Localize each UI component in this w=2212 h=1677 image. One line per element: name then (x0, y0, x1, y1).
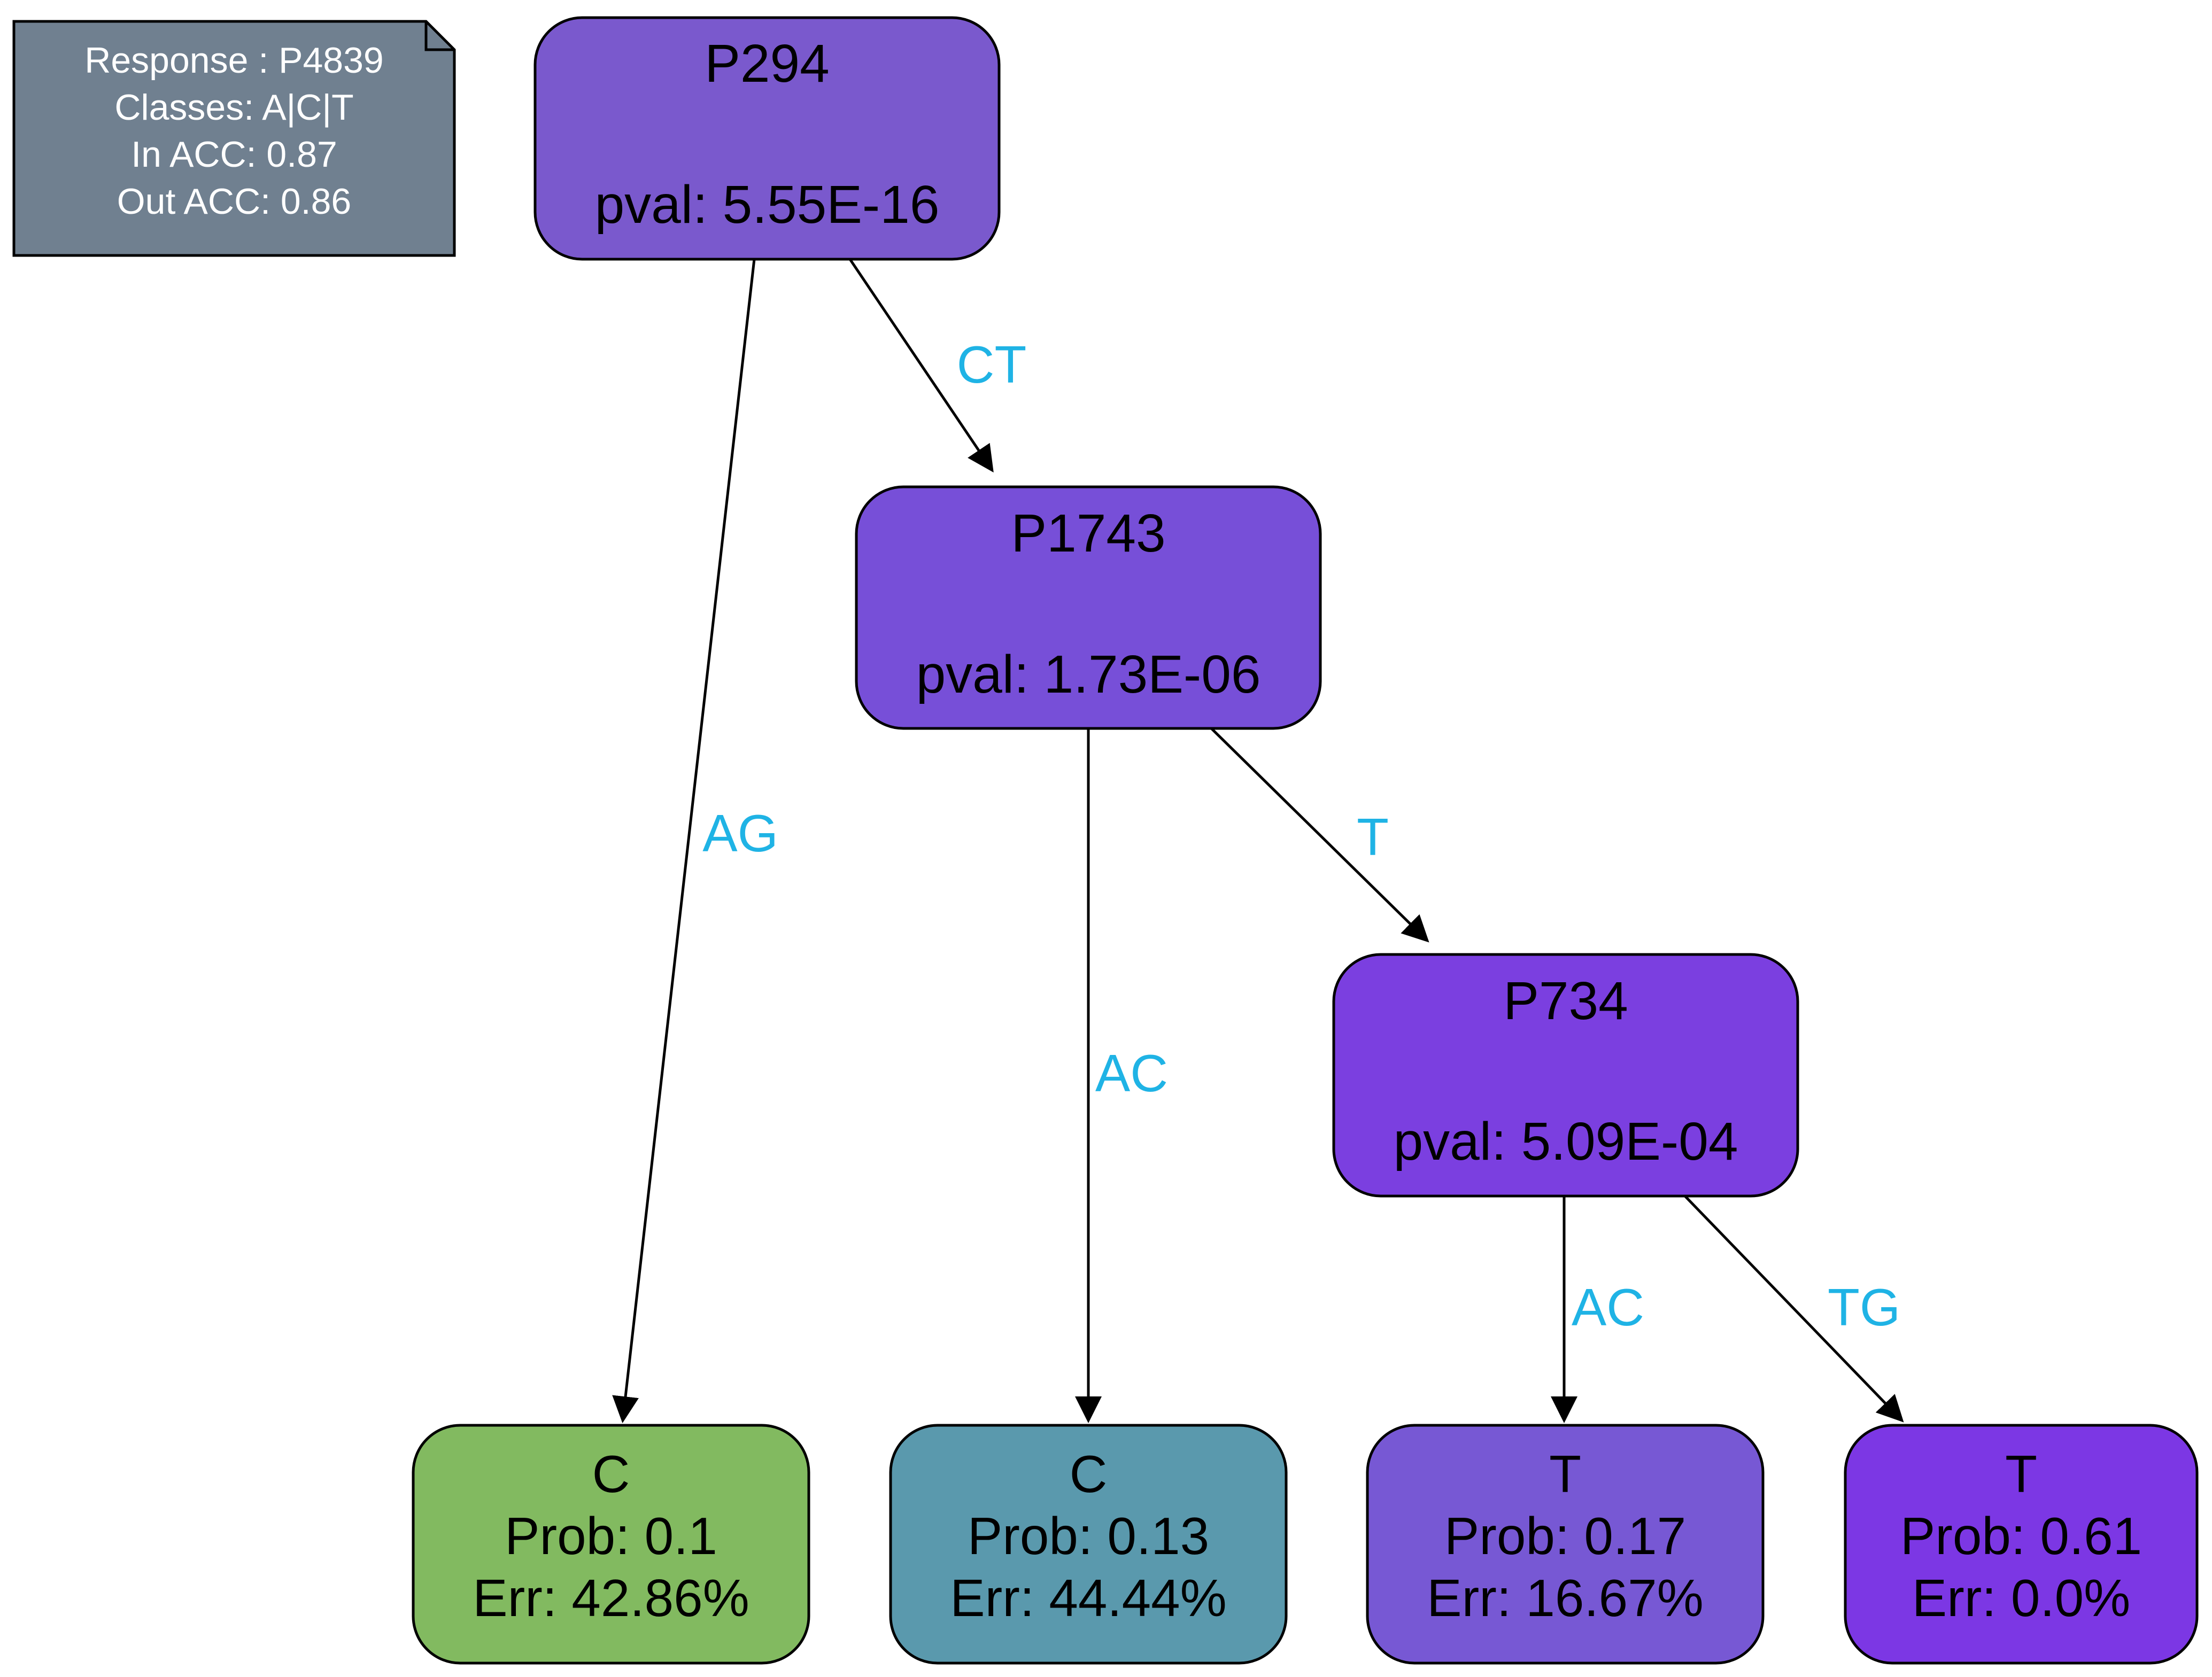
leaf-c-1: C Prob: 0.1 Err: 42.86% (412, 1424, 810, 1665)
node-p1743-box (855, 485, 1322, 730)
info-note-shape (12, 20, 456, 257)
leaf-t-1-err: Err: 16.67% (1427, 1569, 1703, 1627)
node-p734-title: P734 (1503, 971, 1628, 1031)
leaf-t-2-class: T (2005, 1445, 2037, 1503)
edge-p294-p1743 (848, 258, 994, 473)
leaf-c-1-err: Err: 42.86% (473, 1569, 749, 1627)
leaf-c-2-prob: Prob: 0.13 (968, 1507, 1209, 1565)
leaf-c-1-prob: Prob: 0.1 (505, 1507, 717, 1565)
info-note-in-acc: In ACC: 0.87 (131, 134, 337, 175)
node-p294-pval: pval: 5.55E-16 (595, 175, 940, 235)
info-note-fold (424, 21, 454, 51)
node-p294: P294 pval: 5.55E-16 (533, 16, 1001, 261)
edge-label-p1743-leaf-c2: AC (1095, 1044, 1168, 1103)
leaf-t-1: T Prob: 0.17 Err: 16.67% (1366, 1424, 1765, 1665)
leaf-t-1-class: T (1549, 1445, 1581, 1503)
leaf-t-2-box (1844, 1424, 2199, 1665)
info-note-response: Response : P4839 (84, 40, 384, 81)
leaf-t-2: T Prob: 0.61 Err: 0.0% (1844, 1424, 2199, 1665)
edge-p1743-p734 (1210, 727, 1429, 943)
edge-label-p734-leaf-t1: AC (1572, 1278, 1644, 1337)
leaf-t-2-err: Err: 0.0% (1912, 1569, 2130, 1627)
leaf-c-2: C Prob: 0.13 Err: 44.44% (889, 1424, 1288, 1665)
node-p734-pval: pval: 5.09E-04 (1394, 1112, 1738, 1171)
edge-label-p734-leaf-t2: TG (1828, 1278, 1900, 1337)
edges (612, 258, 1904, 1423)
leaf-c-2-err: Err: 44.44% (950, 1569, 1226, 1627)
info-note-classes: Classes: A|C|T (114, 87, 353, 128)
edge-label-p1743-p734: T (1357, 808, 1389, 866)
leaf-t-1-box (1366, 1424, 1765, 1665)
edge-p734-leaf-t2 (1684, 1195, 1904, 1423)
node-p294-box (533, 16, 1001, 261)
node-p1743: P1743 pval: 1.73E-06 (855, 485, 1322, 730)
info-note-out-acc: Out ACC: 0.86 (117, 181, 351, 222)
leaf-c-1-class: C (592, 1445, 630, 1503)
node-p1743-pval: pval: 1.73E-06 (916, 645, 1261, 704)
edge-labels: AG CT AC T AC TG (702, 335, 1900, 1337)
node-p294-title: P294 (705, 34, 830, 94)
edge-label-p294-p1743: CT (957, 335, 1027, 394)
leaf-t-2-prob: Prob: 0.61 (1900, 1507, 2142, 1565)
leaf-c-2-class: C (1070, 1445, 1108, 1503)
node-p1743-title: P1743 (1011, 503, 1165, 563)
leaf-c-2-box (889, 1424, 1288, 1665)
node-p734-box (1332, 953, 1799, 1198)
leaf-c-1-box (412, 1424, 810, 1665)
edge-p294-leaf-c1 (612, 259, 756, 1423)
info-note: Response : P4839 Classes: A|C|T In ACC: … (12, 20, 456, 257)
node-p734: P734 pval: 5.09E-04 (1332, 953, 1799, 1198)
leaf-t-1-prob: Prob: 0.17 (1444, 1507, 1686, 1565)
edge-label-p294-leaf-c1: AG (702, 804, 778, 863)
